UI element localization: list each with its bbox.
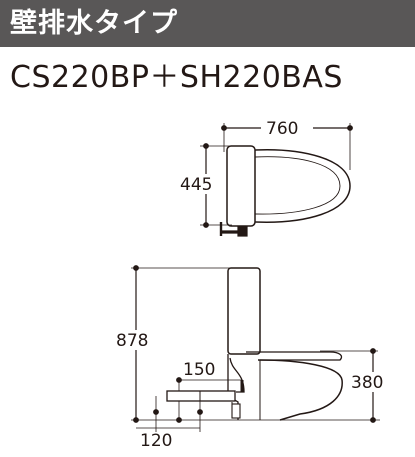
page-title: 壁排水タイプ — [10, 8, 178, 39]
top-view — [175, 119, 353, 237]
dim-760-label: 760 — [266, 119, 298, 139]
dim-878-label: 878 — [116, 331, 148, 351]
dim-380-label: 380 — [351, 373, 383, 393]
dim-120-label: 120 — [140, 431, 172, 451]
dim-445-label: 445 — [180, 175, 212, 195]
header-bar: 壁排水タイプ — [0, 0, 415, 47]
dim-150-label: 150 — [183, 360, 215, 380]
model-number: CS220BP＋SH220BAS — [10, 60, 343, 95]
side-view — [112, 265, 385, 432]
